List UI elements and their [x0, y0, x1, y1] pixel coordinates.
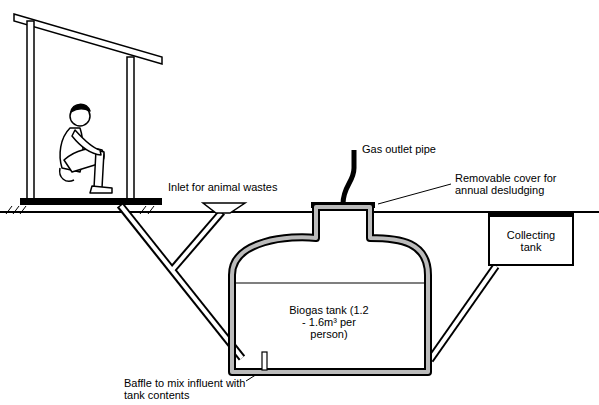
callout-label: Gas outlet pipe — [362, 143, 436, 155]
arm — [72, 130, 101, 155]
leader-line — [378, 184, 451, 204]
squatting-person — [60, 104, 112, 193]
collecting-tank: Collecting tank — [488, 212, 574, 266]
callout-label: Removable cover for annual desludging — [455, 172, 570, 196]
tank-label: Collecting tank — [496, 229, 566, 253]
tank-wall — [232, 207, 428, 372]
gas-outlet-pipe — [343, 150, 354, 204]
pipe-heads — [430, 266, 496, 360]
tank-outline — [222, 200, 436, 385]
tank-wall — [232, 207, 428, 372]
ground-line — [0, 211, 312, 213]
liquid-level — [236, 282, 424, 283]
hair — [71, 104, 90, 112]
biogas-tank: Biogas tank (1.2 - 1.6m³ per person) — [222, 200, 436, 385]
wall-post — [27, 21, 34, 199]
outlet-pipe — [430, 266, 496, 360]
floor-slab — [20, 198, 162, 205]
roof — [14, 14, 162, 64]
ground-hatch — [6, 206, 154, 214]
inlet-pipes — [120, 205, 242, 358]
buttock — [60, 168, 74, 181]
shin — [94, 150, 104, 188]
callout-label: Inlet for animal wastes — [168, 181, 277, 193]
wall-post — [127, 57, 134, 199]
foot — [90, 186, 112, 193]
pipe-wall — [430, 266, 496, 360]
animal-waste-funnel — [203, 203, 245, 213]
baffle — [262, 352, 267, 370]
latrine-shelter — [14, 14, 162, 205]
pipe-bore — [430, 266, 496, 360]
tank-label: Biogas tank (1.2 - 1.6m³ per person) — [289, 304, 369, 340]
callout-label: Baffle to mix influent with tank content… — [124, 377, 249, 401]
